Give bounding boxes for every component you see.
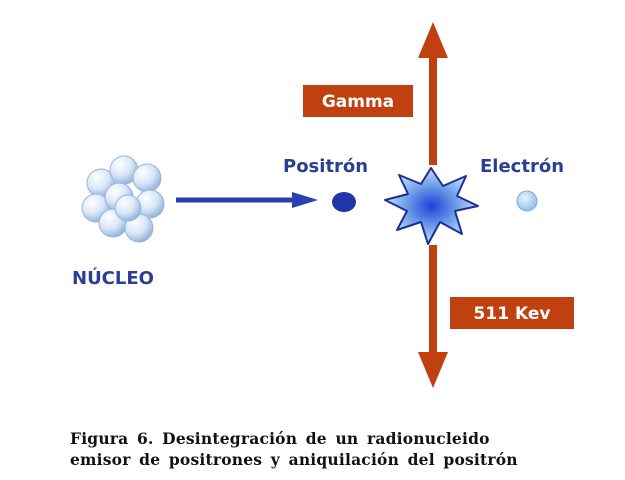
annihilation-burst-icon: [384, 167, 479, 245]
positron-dot-icon: [332, 192, 356, 212]
caption-line-1: Figura 6. Desintegración de un radionucl…: [70, 429, 490, 448]
gamma-label: Gamma: [322, 92, 394, 112]
figure-caption: Figura 6. Desintegración de un radionucl…: [70, 428, 610, 470]
caption-line-2: emisor de positrones y aniquilación del …: [70, 450, 518, 469]
emission-arrow: [176, 192, 318, 208]
energy-badge: [450, 297, 574, 329]
nucleus-label: NÚCLEO: [72, 267, 154, 289]
electron-dot-icon: [516, 190, 538, 212]
positron-label: Positrón: [283, 156, 368, 177]
electron-label: Electrón: [480, 156, 564, 177]
gamma-badge: [303, 85, 413, 117]
energy-label: 511 Kev: [474, 304, 551, 324]
gamma-ray-arrow: [418, 22, 448, 388]
nucleus-cluster-icon: [81, 155, 165, 243]
